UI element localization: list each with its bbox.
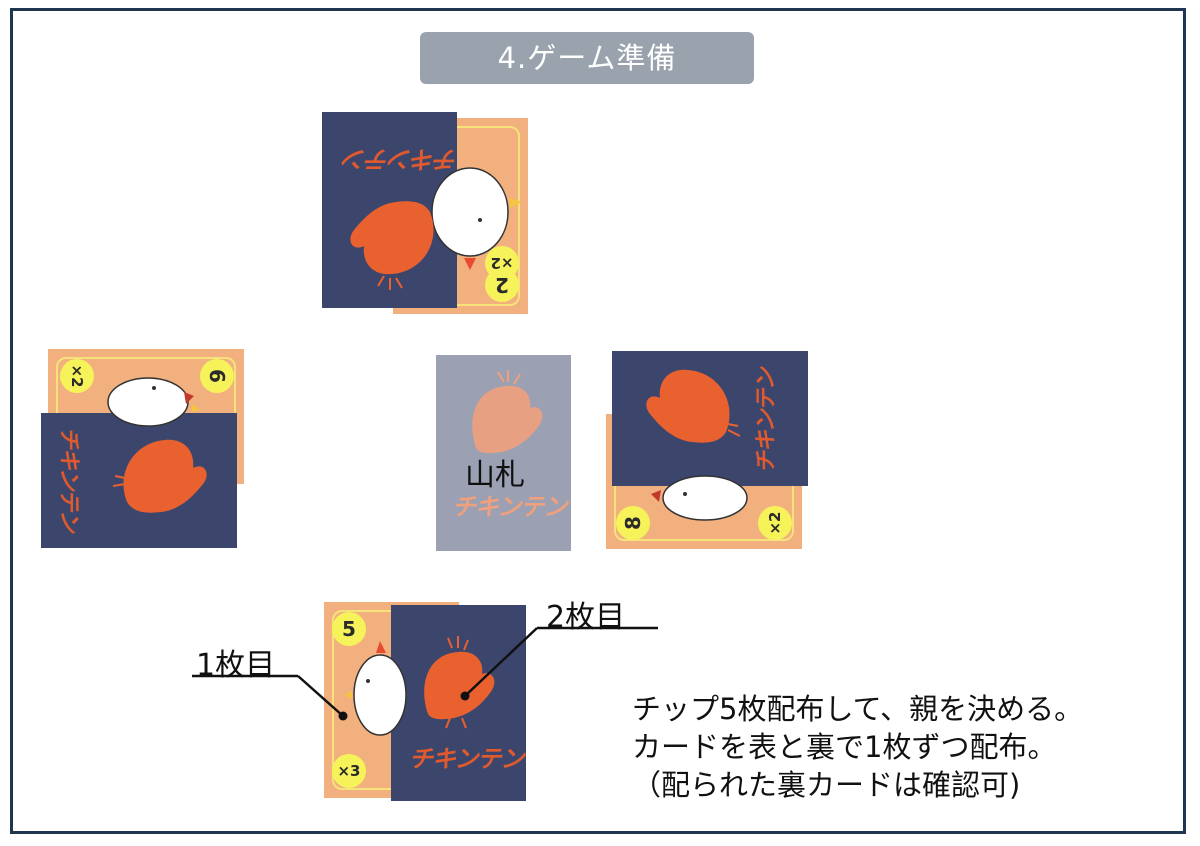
top-back-chicken-icon [350,201,434,290]
right-face-chicken-icon [651,475,748,521]
page-title: 4.ゲーム準備 [420,32,754,84]
left-face-chicken-icon [107,377,200,427]
instruction-line-1: チップ5枚配布して、親を決める。 [632,692,1084,726]
top-face-chicken-icon [431,167,522,270]
callout-first-label: 1枚目 [196,648,276,683]
deck-logo: チキンテン [452,493,567,521]
callout-second-label: 2枚目 [546,600,626,635]
deck-label: 山札 [465,458,525,493]
bottom-face-value: 5 [332,612,366,646]
deck-chicken-icon [472,370,543,454]
callout-second-line [460,626,658,701]
callout-first-line [192,674,348,721]
bottom-face-chicken-icon [344,641,407,736]
instruction-line-2: カードを表と裏で1枚ずつ配布。 [632,730,1057,764]
right-back-chicken-icon [646,369,741,443]
left-back-chicken-icon [112,439,207,513]
instruction-line-3: （配られた裏カードは確認可) [632,768,1021,802]
bottom-back-chicken-icon [424,636,495,729]
instructions: チップ5枚配布して、親を決める。 カードを表と裏で1枚ずつ配布。 （配られた裏カ… [632,690,1083,804]
bottom-back-logo: チキンテン [409,745,524,773]
bottom-face-multiplier: ×3 [332,754,366,788]
